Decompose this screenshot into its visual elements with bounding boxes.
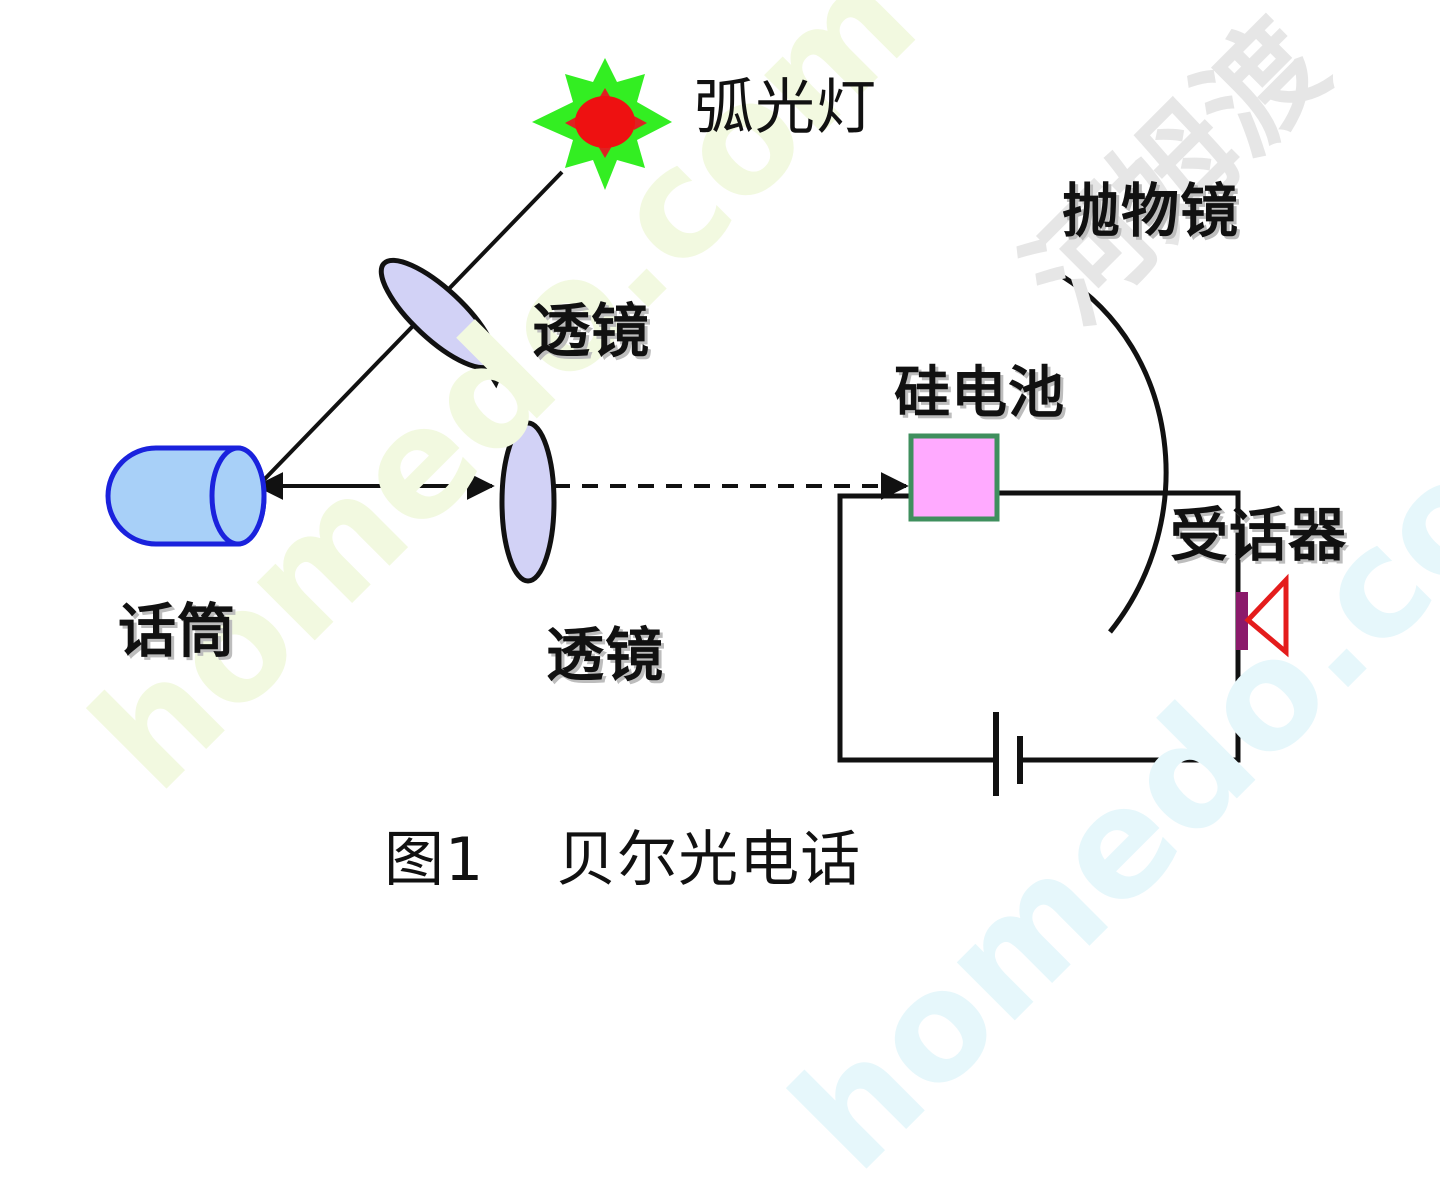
label-parabolic-mirror: 抛物镜	[1062, 177, 1240, 245]
battery-icon	[993, 712, 1023, 796]
figure-title: 贝尔光电话	[556, 825, 862, 895]
label-lens-upper: 透镜	[532, 297, 651, 365]
silicon-cell-shape	[908, 433, 1000, 522]
label-microphone: 话筒	[118, 597, 237, 665]
label-lens-lower: 透镜	[546, 621, 665, 689]
label-silicon-cell: 硅电池	[894, 361, 1065, 426]
label-receiver: 受话器	[1170, 501, 1348, 569]
microphone-icon	[105, 445, 267, 547]
figure-number: 图1	[384, 825, 485, 895]
parabolic-mirror-curve	[1060, 273, 1169, 634]
label-arc-lamp: 弧光灯	[694, 73, 877, 143]
lens-lower-shape	[499, 420, 557, 584]
arc-lamp-icon	[532, 58, 672, 190]
receiver-speaker-icon	[1236, 573, 1289, 658]
beam-lamp-to-microphone	[256, 170, 564, 488]
lens-upper-arrow-icon	[484, 359, 508, 389]
lens-upper-shape	[378, 257, 498, 371]
bell-photophone-diagram	[105, 58, 1289, 796]
